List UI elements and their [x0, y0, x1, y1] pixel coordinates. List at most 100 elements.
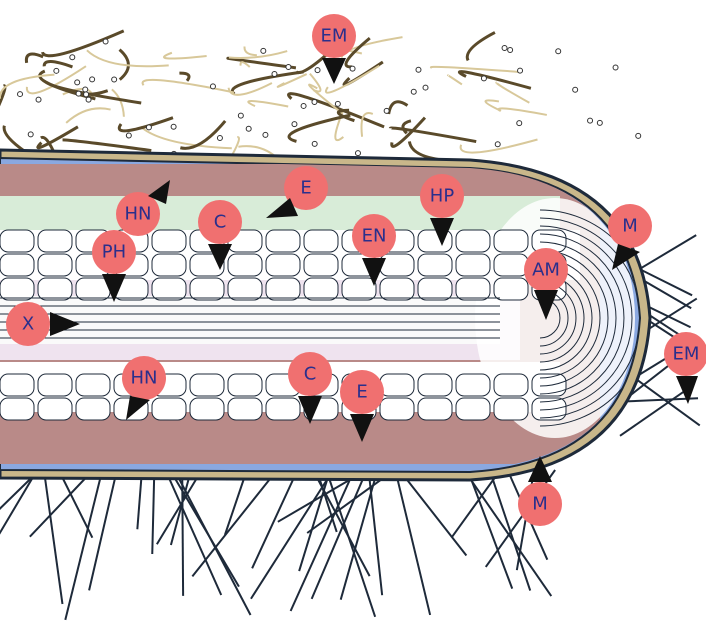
hypha-spike [395, 470, 430, 615]
soil-particle [518, 68, 523, 73]
hypha-strand [164, 53, 207, 59]
parenchyma-cell [494, 230, 528, 252]
parenchyma-cell [304, 230, 338, 252]
hypha-strand [26, 54, 43, 63]
parenchyma-cell [456, 230, 490, 252]
parenchyma-cell [38, 230, 72, 252]
parenchyma-cell [76, 374, 110, 396]
soil-particle [573, 87, 578, 92]
soil-particle [481, 76, 486, 81]
hypha-strand [232, 137, 239, 155]
parenchyma-cell [418, 374, 452, 396]
parenchyma-cell [152, 398, 186, 420]
soil-particle [312, 141, 317, 146]
parenchyma-cell [38, 398, 72, 420]
soil-particle [292, 122, 297, 127]
soil-particle [416, 67, 421, 72]
arrow-em-top [322, 58, 346, 84]
root-body [0, 150, 650, 480]
marker-m-top-text: M [622, 216, 638, 237]
soil-particle [301, 103, 306, 108]
parenchyma-cell [380, 254, 414, 276]
soil-particle [384, 108, 389, 113]
parenchyma-cell [304, 278, 338, 300]
soil-particle [210, 84, 215, 89]
soil-particle [18, 92, 23, 97]
xylem-band [0, 296, 500, 344]
hypha-spike [152, 470, 154, 554]
soil-particle [238, 113, 243, 118]
hypha-strand [4, 126, 25, 152]
soil-particle [70, 55, 75, 60]
hypha-spike [0, 470, 1, 551]
hypha-strand [143, 80, 234, 93]
parenchyma-cell [418, 254, 452, 276]
soil-particle [517, 121, 522, 126]
hypha-spike [59, 470, 93, 538]
soil-particle [502, 46, 507, 51]
soil-particle [36, 97, 41, 102]
parenchyma-cell [76, 278, 110, 300]
marker-am-text: AM [532, 260, 560, 281]
parenchyma-cell [342, 278, 376, 300]
hypha-spike [399, 470, 466, 555]
hypha-strand [119, 118, 173, 131]
soil-particle [315, 68, 320, 73]
hypha-spike [326, 470, 375, 617]
hypha-spike [182, 470, 183, 596]
soil-particle [126, 133, 131, 138]
hypha-spike [369, 470, 383, 595]
parenchyma-cell [228, 254, 262, 276]
parenchyma-cell [456, 398, 490, 420]
marker-hp-text: HP [430, 186, 455, 207]
soil-particle [613, 65, 618, 70]
parenchyma-cell [380, 374, 414, 396]
marker-em-right-text: EM [673, 344, 700, 365]
marker-em-top[interactable]: EM [312, 14, 356, 84]
soil-particle [636, 133, 641, 138]
soil-particle [75, 80, 80, 85]
soil-particle [556, 49, 561, 54]
parenchyma-cell [266, 254, 300, 276]
soil-particle [411, 89, 416, 94]
parenchyma-cell [38, 278, 72, 300]
soil-particle [350, 66, 355, 71]
parenchyma-cell [380, 398, 414, 420]
hypha-strand [389, 102, 408, 114]
parenchyma-cell [190, 278, 224, 300]
soil-particle [423, 85, 428, 90]
soil-particle [335, 101, 340, 106]
parenchyma-cell [190, 398, 224, 420]
marker-e-lower-text: E [356, 382, 367, 403]
parenchyma-cell [266, 230, 300, 252]
parenchyma-cell [0, 254, 34, 276]
parenchyma-cell [418, 278, 452, 300]
soil-particle [261, 48, 266, 53]
parenchyma-cell [494, 374, 528, 396]
soil-particle [588, 118, 593, 123]
marker-e-upper-text: E [300, 178, 311, 199]
soil-particle [246, 126, 251, 131]
marker-em-right[interactable]: EM [664, 332, 706, 404]
parenchyma-cell [76, 398, 110, 420]
hypha-strand [43, 31, 124, 56]
soil-particle [508, 48, 513, 53]
parenchyma-cell [152, 254, 186, 276]
hypha-strand [467, 32, 495, 60]
marker-hn-lower-text: HN [131, 368, 158, 389]
parenchyma-cell [304, 254, 338, 276]
soil-particle [112, 77, 117, 82]
parenchyma-cell [152, 278, 186, 300]
soil-particle [597, 120, 602, 125]
parenchyma-cell [0, 374, 34, 396]
parenchyma-cell [228, 278, 262, 300]
hypha-strand [289, 94, 385, 127]
soil-particle [146, 125, 151, 130]
hypha-spike [44, 470, 63, 604]
soil-particle [90, 77, 95, 82]
soil-particle [355, 151, 360, 156]
marker-c-lower-text: C [304, 364, 317, 385]
marker-en-text: EN [362, 226, 387, 247]
hypha-strand [229, 51, 287, 58]
